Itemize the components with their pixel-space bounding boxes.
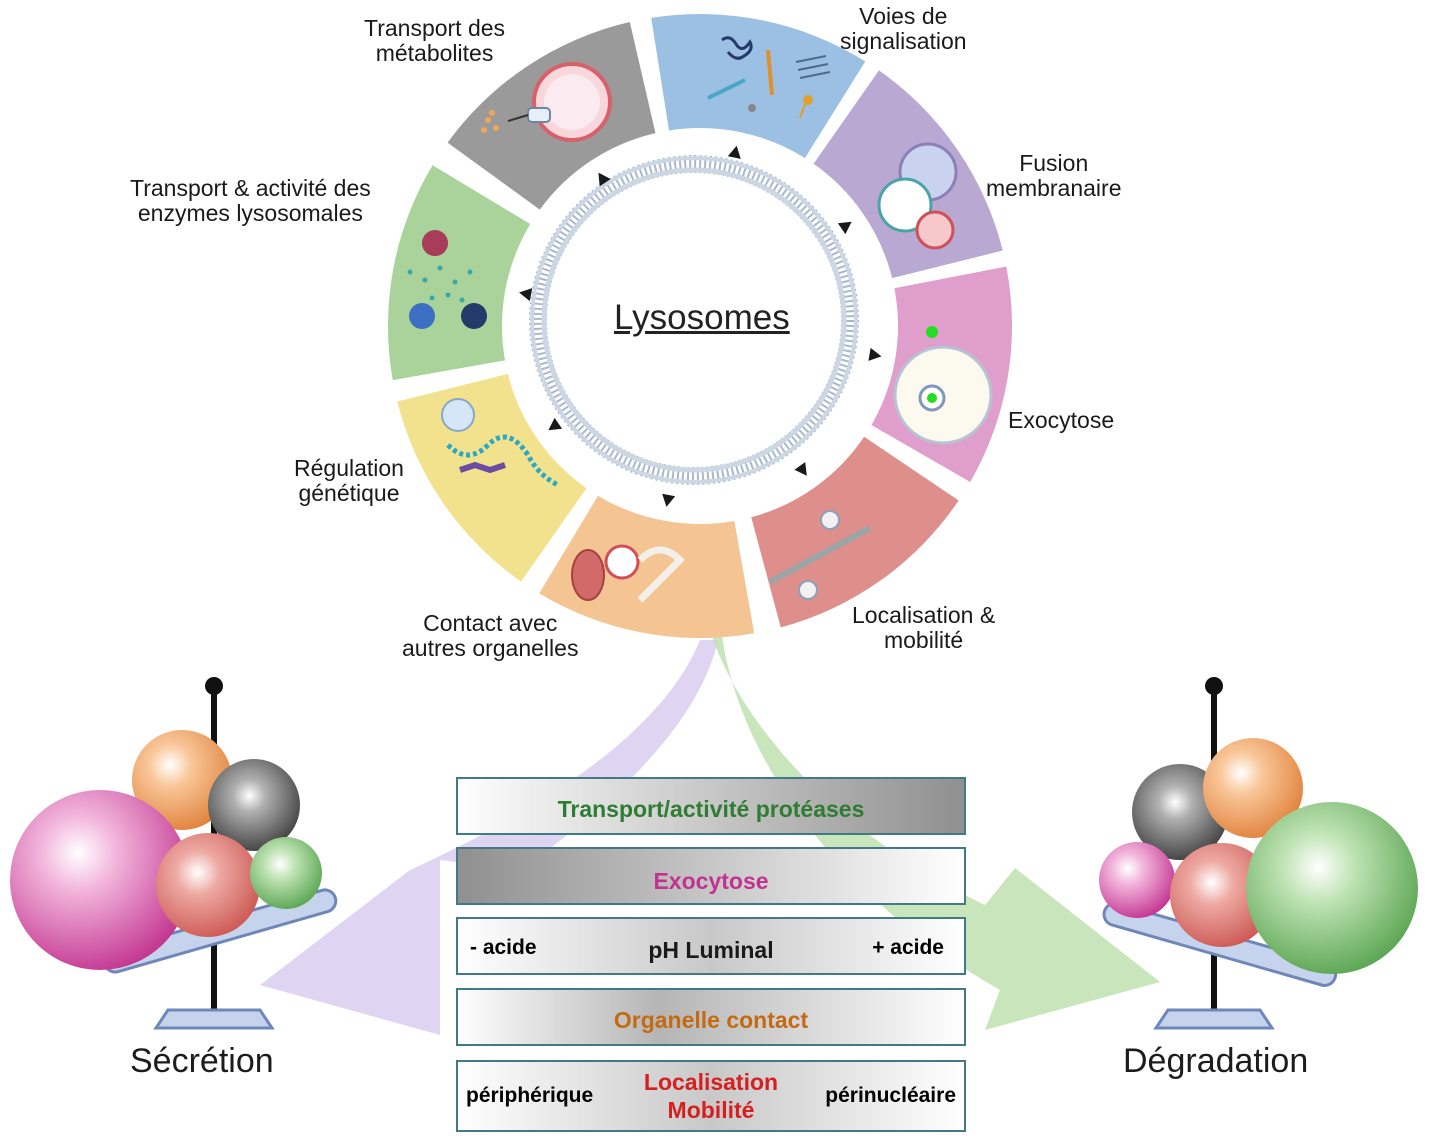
genetic-regulation-illustration [441, 398, 560, 488]
label-line: Transport & activité des [130, 175, 371, 201]
label-line: génétique [298, 480, 400, 506]
ring-segment-localisation [751, 436, 959, 628]
bar-label: Transport/activité protéases [557, 796, 865, 822]
red-sphere [156, 833, 260, 937]
label-line: enzymes lysosomales [137, 200, 363, 226]
label-exocytosis: Exocytose [1008, 408, 1114, 433]
bar-localisation: périphérique Localisation Mobilité périn… [456, 1060, 966, 1132]
bar-label: Organelle contact [613, 1007, 809, 1033]
metabolite-transport-illustration [481, 62, 612, 142]
label-line: Régulation [294, 455, 404, 481]
black-sphere [208, 759, 300, 851]
pointer-exocytosis [868, 347, 882, 361]
signaling-pathways-illustration [707, 36, 831, 119]
degradation-flow-arrow [712, 636, 1160, 1030]
ring-segment-genetic [397, 373, 587, 582]
pointer-contact [662, 493, 676, 507]
green-sphere [1246, 802, 1418, 974]
bar-label: Exocytose [653, 868, 769, 894]
label-line: mobilité [883, 627, 964, 653]
label-enzymes: Transport & activité des enzymes lysosom… [130, 176, 371, 226]
bar-left-label: périphérique [466, 1084, 594, 1107]
label-line: Contact avec [423, 610, 558, 636]
bar-bg-exocytose [456, 847, 966, 905]
label-signaling: Voies de signalisation [840, 4, 967, 54]
exocytosis-illustration [893, 326, 993, 445]
secretion-title: Sécrétion [130, 1042, 274, 1080]
label-line: métabolites [375, 40, 494, 66]
bar-proteases: Transport/activité protéases [456, 777, 966, 835]
secretion-balance [10, 677, 338, 1030]
bar-bg-organelle [456, 988, 966, 1046]
bar-right-label: + acide [872, 936, 944, 959]
label-contact: Contact avec autres organelles [402, 611, 578, 661]
bar-right-label: périnucléaire [825, 1084, 956, 1107]
bar-bg-ph [456, 917, 966, 975]
orange-sphere [132, 730, 232, 830]
label-metabolites: Transport des métabolites [364, 16, 505, 66]
secretion-flow-arrow [260, 640, 718, 1035]
pointer-signaling [727, 145, 741, 159]
pointer-localisation [794, 462, 807, 476]
lysosomal-enzymes-illustration [407, 230, 487, 329]
bar-organelle: Organelle contact [456, 988, 966, 1046]
label-line: Fusion [1019, 150, 1089, 176]
ring-segment-signaling [651, 14, 866, 159]
organelle-contact-illustration [571, 544, 685, 603]
ring-inner-space [506, 132, 882, 508]
bar-ph: - acide pH Luminal + acide [456, 917, 966, 975]
bar-exocytose: Exocytose [456, 847, 966, 905]
pink-sphere [1099, 842, 1175, 918]
membrane-fusion-illustration [877, 142, 958, 250]
bar-label-line: Localisation [643, 1069, 779, 1095]
balance-pivot-knob [1205, 677, 1223, 695]
ring-segment-contact [539, 495, 755, 638]
label-line: Localisation & [852, 602, 996, 628]
ring-pointers [519, 145, 882, 507]
pointer-metabolites [598, 172, 611, 187]
bar-left-label: - acide [470, 936, 537, 959]
orange-sphere [1203, 738, 1303, 838]
bar-label-line: Mobilité [667, 1097, 755, 1123]
red-sphere [1170, 843, 1274, 947]
balance-pivot-knob [205, 677, 223, 695]
label-fusion: Fusion membranaire [986, 151, 1122, 201]
pointer-genetic [548, 417, 563, 431]
localisation-mobility-illustration [768, 510, 872, 600]
bar-label: pH Luminal [648, 937, 774, 963]
label-line: membranaire [986, 175, 1122, 201]
pointer-fusion [837, 221, 852, 235]
center-title: Lysosomes [614, 298, 790, 337]
degradation-title: Dégradation [1123, 1042, 1309, 1080]
label-genetic: Régulation génétique [294, 456, 404, 506]
label-line: autres organelles [402, 635, 579, 661]
label-line: signalisation [840, 28, 967, 54]
label-line: Transport des [364, 15, 506, 41]
bar-bg-localisation [456, 1060, 966, 1132]
lysosome-membrane [529, 155, 859, 485]
label-line: Voies de [859, 3, 948, 29]
degradation-balance [1099, 677, 1418, 1030]
label-localisation: Localisation & mobilité [852, 603, 995, 653]
bar-bg-proteases [456, 777, 966, 835]
green-sphere [250, 837, 322, 909]
pointer-enzymes [519, 288, 533, 302]
label-line: Exocytose [1008, 407, 1115, 433]
pink-sphere [10, 790, 190, 970]
